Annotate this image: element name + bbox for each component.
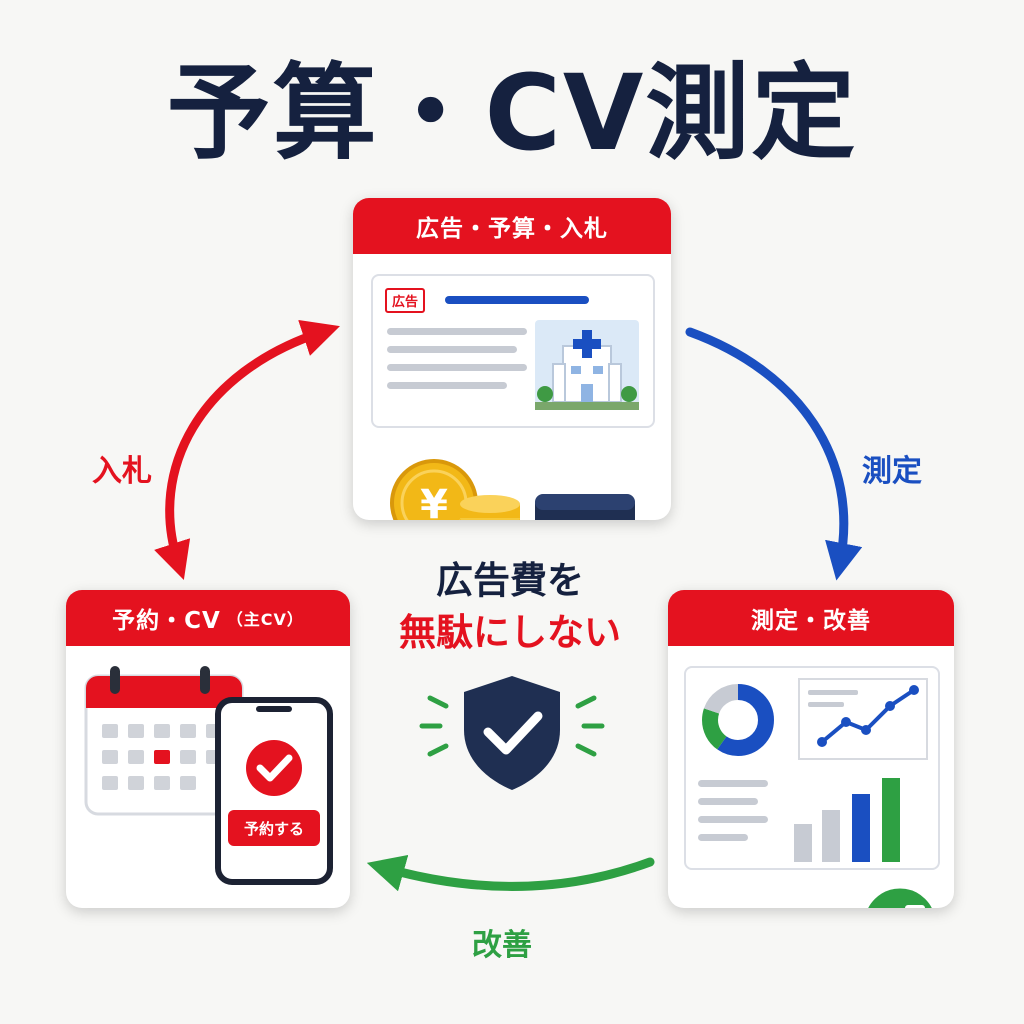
- yen-symbol: ¥: [420, 482, 448, 520]
- report-text-line: [698, 834, 748, 841]
- reserve-card-header: 予約・CV （主CV）: [66, 590, 350, 646]
- ads-card-header: 広告・予算・入札: [353, 198, 671, 254]
- edge-label-bid: 入札: [92, 454, 152, 489]
- ad-preview-panel: 広告: [371, 274, 655, 428]
- shield-check-icon: [419, 676, 605, 790]
- report-text-line: [698, 780, 768, 787]
- wallet-icon: [535, 494, 635, 520]
- reserve-card-note: （主CV）: [226, 610, 304, 629]
- hospital-icon: [535, 320, 639, 410]
- growth-badge-icon: [862, 883, 938, 908]
- ad-text-line: [387, 346, 517, 353]
- yen-coin-icon: ¥: [390, 459, 478, 520]
- coin-stack-icon: [460, 495, 520, 520]
- ad-text-line: [387, 382, 507, 389]
- measure-card-header: 測定・改善: [668, 590, 954, 646]
- report-text-line: [698, 816, 768, 823]
- ad-tag: 広告: [385, 288, 426, 313]
- measure-arrow: [685, 327, 863, 581]
- measure-improve-card: 測定・改善: [668, 590, 954, 908]
- calendar-icon: [84, 666, 244, 816]
- bid-arrow: [154, 319, 340, 580]
- ad-text-line: [387, 328, 527, 335]
- reserve-card-title: 予約・CV: [112, 608, 221, 634]
- bar-chart-icon: [794, 778, 900, 862]
- edge-label-improve: 改善: [472, 928, 532, 963]
- reserve-button[interactable]: 予約する: [228, 810, 320, 846]
- improve-arrow: [366, 854, 655, 892]
- center-message-line1: 広告費を: [436, 559, 584, 602]
- ads-budget-card: 広告・予算・入札 広告: [353, 198, 671, 520]
- smartphone-icon: [215, 697, 333, 885]
- donut-chart-icon: [702, 684, 774, 756]
- line-chart-icon: [798, 678, 928, 760]
- ad-title-line: [445, 296, 589, 304]
- ad-text-line: [387, 364, 527, 371]
- report-text-line: [698, 798, 758, 805]
- page-title: 予算・CV測定: [166, 52, 858, 174]
- edge-label-measure: 測定: [862, 454, 922, 489]
- center-message-line2: 無駄にしない: [399, 611, 621, 654]
- reservation-cv-card: 予約・CV （主CV） 予約する: [66, 590, 350, 908]
- dashboard-panel: [684, 666, 940, 870]
